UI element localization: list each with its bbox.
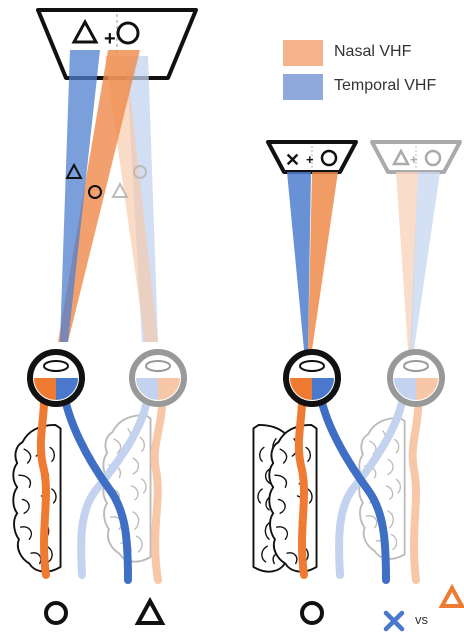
right-monitor-gray: + [372,142,460,172]
right-monitor-black: ✕ + [268,142,356,172]
plus-icon: + [410,152,418,167]
x-icon: ✕ [285,150,300,170]
light-orange-path [155,380,162,580]
right-eye-gray [390,352,442,404]
triangle-icon [442,588,462,606]
right-eye-black [286,352,338,404]
triangle-icon [138,601,162,623]
blue-beam [287,172,311,350]
orange-path [41,385,46,575]
plus-icon: + [104,28,116,50]
circle-icon [302,603,322,623]
orange-beam [308,172,338,350]
right-brain-left [269,425,316,572]
light-orange-path [413,380,419,580]
left-eye-black [30,352,82,404]
orange-path [299,385,304,575]
x-icon [386,613,402,629]
left-eye-gray [132,352,184,404]
vs-label: vs [415,612,428,627]
plus-icon: + [306,152,314,167]
circle-icon [46,603,66,623]
